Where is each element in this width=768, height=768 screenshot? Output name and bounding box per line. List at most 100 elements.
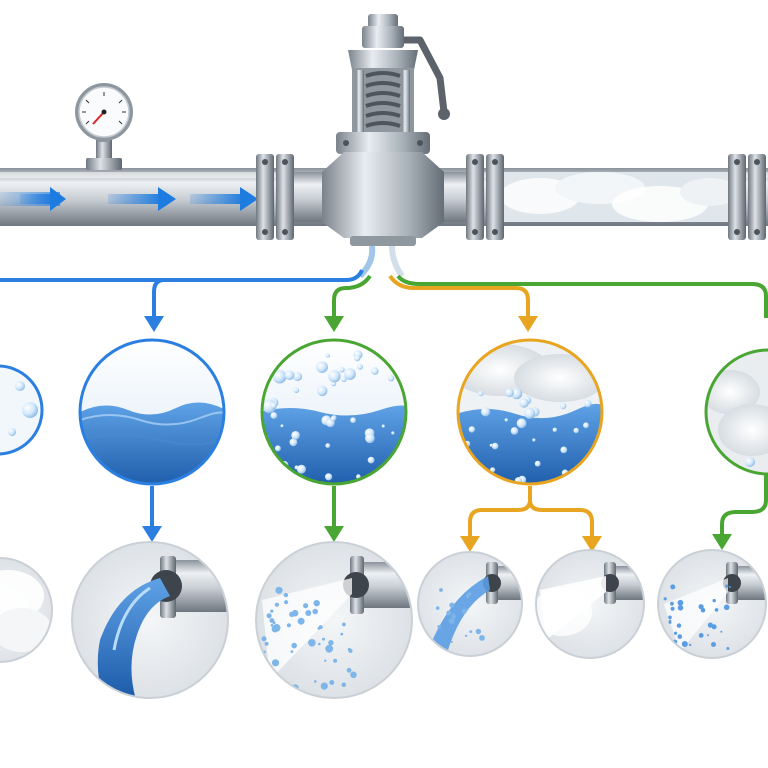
droplet — [346, 667, 352, 673]
arrow-down-icon — [324, 316, 344, 332]
droplet — [475, 628, 482, 635]
droplet — [677, 599, 684, 606]
bubble — [350, 417, 356, 424]
branch-lines — [0, 245, 768, 318]
flow-arrow-icon — [190, 187, 258, 211]
arrow-down-icon — [712, 534, 732, 550]
droplet — [313, 600, 320, 607]
droplet — [698, 604, 704, 610]
flange-left — [256, 154, 324, 240]
bubble — [478, 390, 484, 397]
droplet — [303, 603, 309, 609]
droplet — [286, 623, 291, 628]
bubble — [316, 361, 328, 373]
droplet — [467, 592, 472, 596]
bubble — [510, 427, 519, 435]
bubble — [371, 367, 379, 375]
droplet — [466, 608, 469, 611]
droplet — [322, 637, 325, 641]
droplet — [342, 622, 346, 627]
bubble — [330, 415, 336, 422]
droplet — [677, 634, 683, 639]
arrow-down-icon — [144, 316, 164, 332]
droplet — [469, 630, 473, 633]
droplet — [270, 609, 274, 613]
droplet — [706, 634, 709, 637]
bubble — [262, 465, 267, 472]
bubble — [397, 365, 406, 374]
bubble — [274, 445, 281, 452]
state-circle-vapor-left — [0, 364, 44, 456]
arrow-down-icon — [460, 536, 480, 552]
droplet — [461, 608, 467, 614]
droplet — [435, 606, 440, 610]
droplet — [662, 652, 667, 657]
bubble — [344, 368, 356, 380]
bubble — [505, 388, 514, 397]
bubble — [284, 370, 295, 381]
state-circle-two-phase — [456, 338, 604, 486]
droplet — [437, 625, 442, 629]
bubble — [391, 431, 395, 435]
outlet-droplet-spray — [255, 541, 413, 699]
bubble — [532, 438, 536, 442]
droplet — [663, 597, 667, 601]
bubble — [272, 369, 287, 384]
flange-right — [440, 154, 504, 240]
droplet — [681, 641, 688, 647]
droplet — [272, 624, 281, 632]
droplet — [677, 605, 684, 611]
bubble — [289, 438, 298, 447]
flange-far-right — [728, 154, 766, 240]
bubble — [357, 363, 363, 370]
bubble — [560, 403, 567, 410]
droplet — [689, 643, 692, 647]
droplet — [308, 639, 316, 647]
bubble — [573, 427, 579, 434]
bubble — [280, 424, 284, 428]
droplet — [707, 622, 714, 628]
arrow-down-icon — [582, 536, 602, 552]
pipe-vapor — [500, 172, 730, 222]
droplet — [676, 623, 682, 628]
droplet — [711, 642, 716, 647]
bubble — [325, 473, 333, 481]
bubble — [468, 426, 476, 433]
bubble — [381, 472, 386, 477]
droplet — [329, 680, 335, 685]
state-circle-vapor-right — [704, 348, 768, 476]
droplet — [668, 620, 672, 624]
droplet — [325, 644, 334, 653]
bubble — [511, 388, 523, 400]
droplet — [264, 641, 269, 646]
droplet — [450, 640, 453, 644]
droplet — [289, 611, 295, 617]
droplet — [670, 584, 676, 590]
droplet — [712, 598, 716, 603]
droplet — [726, 647, 730, 650]
bubble — [398, 476, 406, 484]
bubble — [381, 424, 385, 428]
droplet — [328, 640, 334, 646]
droplet — [261, 636, 267, 642]
bubble — [317, 385, 328, 397]
branch-arrowheads — [144, 316, 538, 332]
pressure-gauge-icon — [75, 83, 133, 170]
droplet — [720, 630, 723, 633]
droplet — [439, 588, 443, 592]
bubble — [516, 418, 527, 429]
droplet — [698, 633, 704, 638]
bubble — [325, 443, 331, 448]
lever-handle — [394, 36, 448, 116]
lower-arrowheads — [142, 526, 732, 552]
droplet — [451, 614, 456, 619]
droplet — [266, 613, 272, 619]
droplet — [320, 682, 328, 690]
droplet — [423, 635, 427, 640]
droplet — [283, 592, 289, 598]
droplet — [274, 602, 279, 607]
bubble — [328, 370, 341, 383]
droplet — [312, 608, 319, 615]
